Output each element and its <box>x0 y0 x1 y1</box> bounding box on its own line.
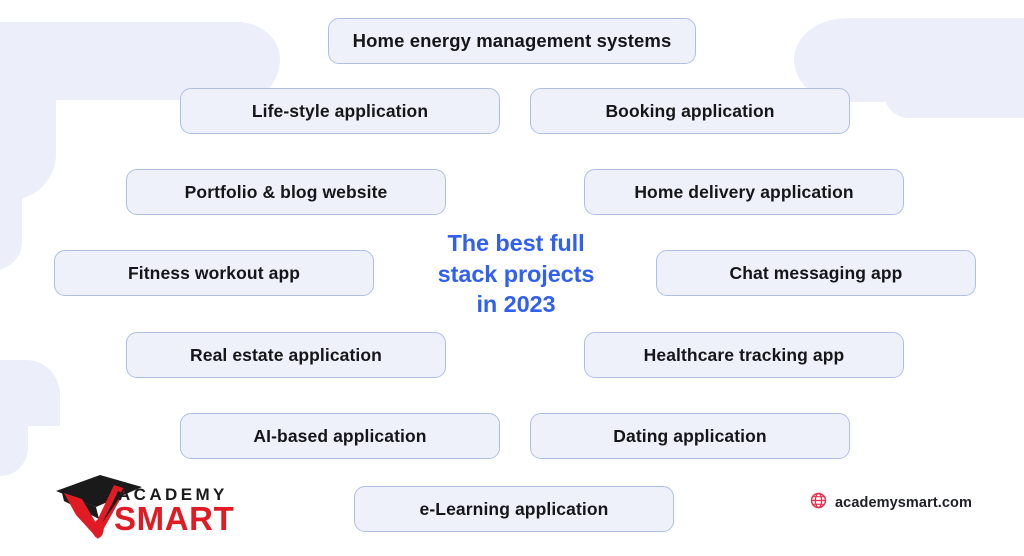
page-title-line-2: stack projects <box>437 260 595 287</box>
project-pill[interactable]: Life-style application <box>180 88 500 134</box>
project-pill[interactable]: Healthcare tracking app <box>584 332 904 378</box>
globe-icon <box>810 492 827 514</box>
background-shape-left-lower <box>0 360 60 426</box>
background-shape-left-tail <box>0 150 22 270</box>
page-title: The best full stack projects in 2023 <box>420 228 612 320</box>
project-pill[interactable]: Real estate application <box>126 332 446 378</box>
page-title-line-3: in 2023 <box>476 291 556 318</box>
website-url[interactable]: academysmart.com <box>835 495 973 511</box>
background-shape-left-lower-tail <box>0 392 28 476</box>
check-pen-icon <box>64 485 126 539</box>
logo-academy-text: ACADEMY <box>118 485 228 504</box>
project-pill[interactable]: AI-based application <box>180 413 500 459</box>
project-pill[interactable]: Home energy management systems <box>328 18 696 64</box>
background-shape-right-wedge <box>884 60 1024 118</box>
project-pill[interactable]: Chat messaging app <box>656 250 976 296</box>
project-pill[interactable]: Dating application <box>530 413 850 459</box>
project-pill[interactable]: Home delivery application <box>584 169 904 215</box>
logo-smart-text: SMART <box>114 500 234 537</box>
project-pill[interactable]: Booking application <box>530 88 850 134</box>
website-footer[interactable]: academysmart.com <box>810 492 972 514</box>
academy-smart-logo: ACADEMY SMART <box>52 471 234 539</box>
pen-nib-icon <box>92 519 104 538</box>
project-pill[interactable]: Portfolio & blog website <box>126 169 446 215</box>
background-shape-left-stem <box>0 60 56 200</box>
project-pill[interactable]: e-Learning application <box>354 486 674 532</box>
page-title-line-1: The best full <box>447 230 585 256</box>
project-pill[interactable]: Fitness workout app <box>54 250 374 296</box>
